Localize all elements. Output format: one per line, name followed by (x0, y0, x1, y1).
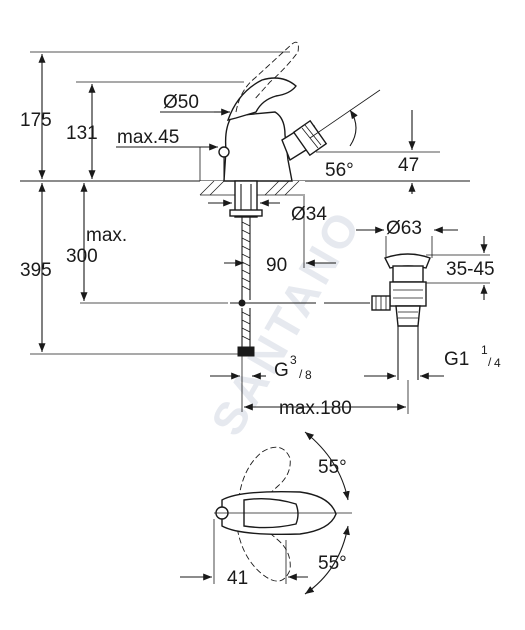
dim-dia50: Ø50 (163, 92, 199, 113)
dim-angle55-bottom: 55° (318, 553, 347, 574)
side-view (20, 41, 470, 380)
svg-text:1: 1 (481, 343, 488, 357)
dim-max-label: max. (86, 225, 127, 246)
svg-text:/: / (488, 355, 492, 369)
handle-swing-down (235, 517, 291, 582)
waste-assembly (371, 253, 431, 380)
svg-text:G1: G1 (444, 349, 469, 370)
popup-lever (218, 146, 230, 181)
side-dimensions: 175 131 395 max. 300 max.45 Ø50 56° 47 (20, 51, 501, 419)
top-view: 55° 55° 41 (180, 431, 352, 595)
svg-text:4: 4 (494, 356, 501, 370)
dim-max180: max.180 (279, 398, 352, 419)
dim-41: 41 (227, 568, 248, 589)
handle-raised-outline (235, 41, 299, 113)
svg-text:3: 3 (290, 353, 297, 367)
dim-thread-g38: G 3 / 8 (274, 353, 312, 382)
dim-dia63: Ø63 (386, 218, 422, 239)
dim-max45: max.45 (117, 127, 179, 148)
dim-47: 47 (398, 155, 419, 176)
dim-300: 300 (66, 246, 98, 267)
dim-35-45: 35-45 (446, 259, 495, 280)
dim-angle56: 56° (325, 160, 354, 181)
dim-90: 90 (266, 255, 287, 276)
dim-131: 131 (66, 123, 98, 144)
dim-175: 175 (20, 110, 52, 131)
flexible-hoses (237, 217, 255, 357)
faucet-handle (226, 77, 297, 121)
dim-dia34: Ø34 (291, 204, 327, 225)
svg-text:/: / (299, 367, 303, 381)
dim-thread-g114: G1 1 / 4 (444, 343, 501, 370)
popup-rod (230, 299, 370, 307)
handle-swing-up (237, 446, 291, 511)
dim-395: 395 (20, 260, 52, 281)
svg-text:8: 8 (305, 368, 312, 382)
mounting-nut (229, 209, 263, 217)
dim-angle55-top: 55° (318, 457, 347, 478)
faucet-body (223, 111, 293, 182)
svg-text:G: G (274, 360, 289, 381)
